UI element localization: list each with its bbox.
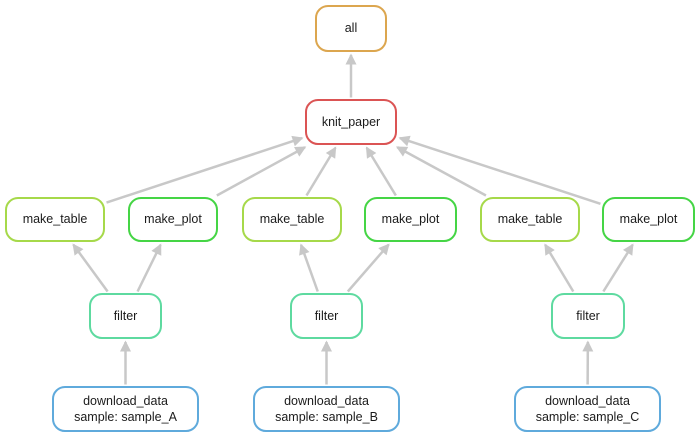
node-label: download_data	[545, 393, 630, 408]
node-label: make_table	[259, 212, 325, 227]
node-label: sample: sample_C	[535, 410, 640, 424]
node-label: filter	[314, 308, 339, 323]
node-label: make_plot	[144, 212, 202, 227]
edge-make_table_A-to-knit_paper	[106, 135, 304, 204]
edge-make_table_B-to-knit_paper	[305, 146, 337, 197]
node-filter_A[interactable]: filter	[89, 293, 162, 339]
node-knit_paper[interactable]: knit_paper	[305, 99, 397, 145]
edge-filter_C-to-make_plot_C	[602, 243, 634, 293]
edge-filter_B-to-make_table_B	[299, 243, 319, 292]
node-label: filter	[113, 308, 138, 323]
edge-filter_A-to-make_plot_A	[136, 243, 162, 293]
node-label: make_plot	[619, 212, 678, 227]
node-make_plot_A[interactable]: make_plot	[128, 197, 218, 242]
edge-filter_C-to-make_table_C	[544, 243, 575, 293]
node-label: filter	[576, 308, 600, 323]
node-filter_B[interactable]: filter	[290, 293, 363, 339]
node-all[interactable]: all	[315, 5, 387, 52]
node-download_C[interactable]: download_data sample: sample_C	[514, 386, 661, 432]
node-make_plot_C[interactable]: make_plot	[602, 197, 695, 242]
node-label: all	[344, 21, 358, 36]
node-label: make_plot	[381, 212, 440, 227]
edge-make_table_C-to-knit_paper	[395, 146, 487, 197]
node-label: download_data	[83, 393, 168, 408]
node-make_table_B[interactable]: make_table	[242, 197, 342, 242]
node-make_plot_B[interactable]: make_plot	[364, 197, 457, 242]
node-label: knit_paper	[321, 114, 381, 129]
node-make_table_A[interactable]: make_table	[5, 197, 105, 242]
edge-make_plot_A-to-knit_paper	[216, 146, 307, 197]
node-make_table_C[interactable]: make_table	[480, 197, 580, 242]
node-label: download_data	[284, 393, 369, 408]
node-download_A[interactable]: download_data sample: sample_A	[52, 386, 199, 432]
node-label: sample: sample_A	[74, 410, 177, 424]
edge-make_plot_C-to-knit_paper	[398, 135, 601, 205]
node-label: make_table	[22, 212, 88, 227]
node-filter_C[interactable]: filter	[551, 293, 625, 339]
edge-filter_A-to-make_table_A	[72, 243, 109, 293]
node-label: make_table	[497, 212, 563, 227]
node-download_B[interactable]: download_data sample: sample_B	[253, 386, 400, 432]
edge-make_plot_B-to-knit_paper	[365, 146, 397, 197]
edge-filter_B-to-make_plot_B	[346, 243, 390, 293]
node-label: sample: sample_B	[275, 410, 378, 424]
